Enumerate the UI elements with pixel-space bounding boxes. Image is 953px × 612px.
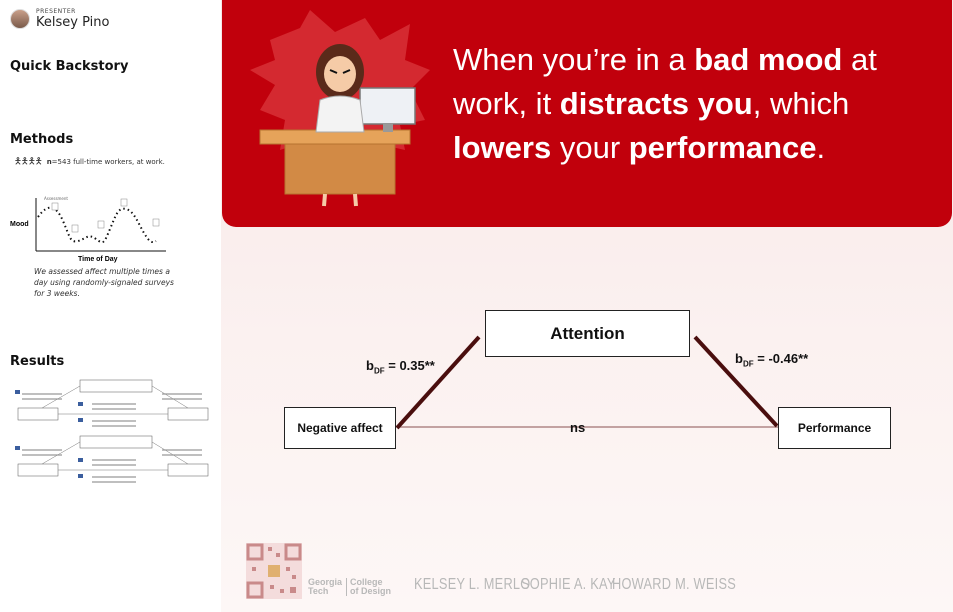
avatar: [10, 9, 30, 29]
headline-emphasis-bad-mood: bad mood: [694, 42, 843, 77]
section-title-methods[interactable]: Methods: [10, 132, 74, 147]
desk-front: [284, 143, 396, 195]
performance-box: Performance: [778, 407, 891, 449]
results-model-1: [15, 379, 209, 427]
methods-caption: We assessed affect multiple times a day …: [34, 267, 174, 298]
section-title-backstory[interactable]: Quick Backstory: [10, 59, 129, 74]
mood-axis-label: Mood: [10, 221, 29, 228]
author-name: HOWARD M. WEISS: [612, 576, 737, 593]
assessment-icon: [152, 218, 160, 227]
author-name: SOPHIE A. KAY: [521, 576, 616, 593]
monitor-stand: [383, 124, 393, 132]
computer-monitor: [359, 87, 416, 125]
assessment-label: Assessment: [44, 196, 68, 201]
assessment-icon: [97, 220, 105, 229]
presenter-label: PRESENTER: [36, 8, 76, 15]
section-title-results[interactable]: Results: [10, 354, 65, 369]
attention-box: Attention: [485, 310, 690, 357]
results-figure: [15, 379, 209, 483]
path-b: [693, 335, 779, 428]
author-name: KELSEY L. MERLO: [414, 576, 531, 593]
assessment-icon: [120, 198, 128, 207]
assessment-icon: [51, 202, 59, 211]
presenter-block: PRESENTER Kelsey Pino: [10, 8, 109, 30]
qr-code[interactable]: [246, 543, 302, 599]
headline-emphasis-distracts: distracts you: [559, 86, 753, 121]
results-model-2: [15, 435, 209, 483]
shirt: [315, 95, 365, 133]
path-b-coefficient: bDF = -0.46**: [735, 351, 809, 369]
path-a-coefficient: bDF = 0.35**: [366, 358, 435, 376]
headline-emphasis-lowers: lowers: [453, 130, 552, 165]
sample-n-text: =543 full-time workers, at work.: [51, 158, 165, 166]
path-a: [395, 335, 481, 430]
headline-emphasis-performance: performance: [628, 130, 817, 165]
sample-n-label: n: [46, 158, 52, 166]
mood-curve: [37, 206, 157, 244]
sample-size: 🯅🯅🯅🯅 n=543 full-time workers, at work.: [14, 154, 165, 170]
time-axis-label: Time of Day: [78, 256, 118, 263]
presenter-name: Kelsey Pino: [36, 15, 110, 30]
mood-chart: Mood Assessment Time of Day: [10, 196, 166, 263]
angry-worker-illustration: [250, 10, 430, 207]
face: [324, 56, 356, 92]
sidebar: PRESENTER Kelsey Pino Quick Backstory Me…: [0, 0, 221, 612]
assessment-icon: [71, 224, 79, 233]
negative-affect-box: Negative affect: [284, 407, 396, 449]
people-icon: 🯅🯅🯅🯅: [14, 157, 43, 167]
headline: When you’re in a bad mood at work, it di…: [453, 42, 877, 165]
mediation-paths: [395, 335, 779, 430]
direct-path-label: ns: [570, 420, 586, 435]
